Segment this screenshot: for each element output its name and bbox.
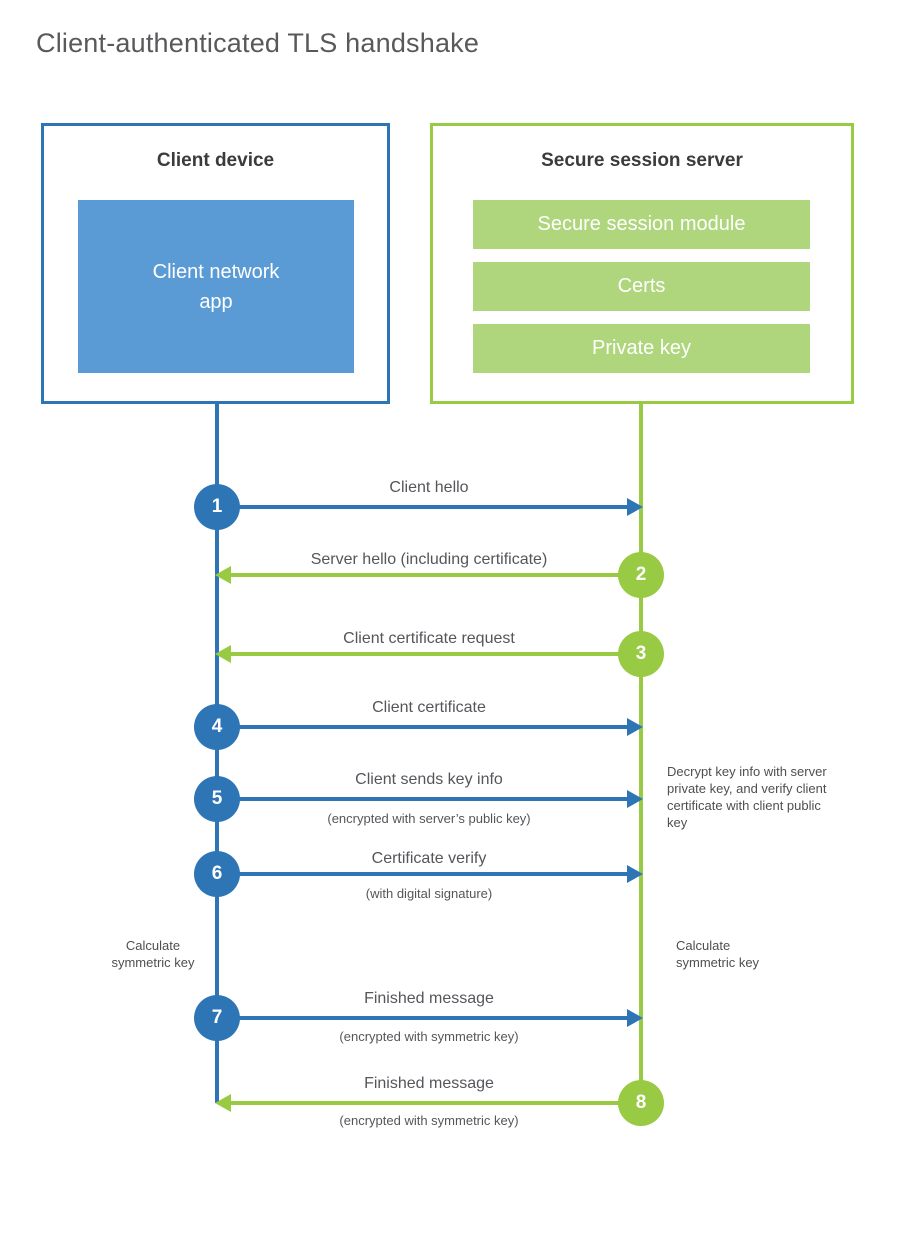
step-circle: 5 — [194, 776, 240, 822]
server-module-bar: Certs — [473, 262, 810, 311]
client-device-box: Client device Client network app — [41, 123, 390, 404]
arrowhead-icon — [627, 790, 643, 808]
message-sublabel: (encrypted with symmetric key) — [339, 1029, 519, 1044]
arrow-right-icon — [217, 498, 643, 516]
message-label: Client hello — [389, 479, 469, 496]
secure-session-server-box: Secure session server Secure session mod… — [430, 123, 854, 404]
arrowhead-icon — [627, 865, 643, 883]
message-label: Finished message — [364, 990, 494, 1007]
arrowhead-icon — [215, 566, 231, 584]
step-number: 6 — [211, 863, 223, 884]
message-sublabel: (encrypted with server’s public key) — [327, 811, 531, 826]
message-label: Client sends key info — [355, 771, 503, 788]
step-number: 4 — [211, 716, 223, 737]
server-lifeline — [639, 404, 643, 1103]
server-module-bar: Secure session module — [473, 200, 810, 249]
arrowhead-icon — [627, 1009, 643, 1027]
step-circle: 6 — [194, 851, 240, 897]
decrypt-note: Decrypt key info with server private key… — [667, 764, 827, 830]
step-number: 5 — [211, 788, 223, 809]
client-network-app-label: Client network app — [152, 260, 280, 313]
step-number: 3 — [635, 643, 647, 664]
server-module-bar: Private key — [473, 324, 810, 373]
page-title: Client-authenticated TLS handshake — [36, 28, 480, 58]
arrow-right-icon — [217, 865, 643, 883]
client-lifeline — [215, 404, 219, 1103]
step-circle: 8 — [618, 1080, 664, 1126]
step-circle: 4 — [194, 704, 240, 750]
step-circle: 3 — [618, 631, 664, 677]
message-label: Client certificate request — [343, 630, 515, 647]
arrow-right-icon — [217, 790, 643, 808]
arrowhead-icon — [215, 645, 231, 663]
arrow-left-icon — [215, 645, 641, 663]
step-number: 8 — [635, 1092, 647, 1113]
message-label: Client certificate — [372, 699, 486, 716]
secure-session-server-title: Secure session server — [541, 150, 743, 171]
step-circle: 2 — [618, 552, 664, 598]
calculate-symmetric-key-note-client: Calculate symmetric key — [111, 938, 195, 970]
step-circle: 7 — [194, 995, 240, 1041]
step-number: 2 — [635, 564, 647, 585]
arrow-left-icon — [215, 566, 641, 584]
arrow-right-icon — [217, 718, 643, 736]
step-number: 1 — [211, 496, 223, 517]
message-sublabel: (with digital signature) — [365, 886, 493, 901]
client-network-app-box: Client network app — [78, 200, 354, 373]
step-number: 7 — [211, 1007, 223, 1028]
step-circle: 1 — [194, 484, 240, 530]
arrowhead-icon — [215, 1094, 231, 1112]
arrowhead-icon — [627, 718, 643, 736]
arrow-right-icon — [217, 1009, 643, 1027]
client-device-title: Client device — [156, 150, 275, 171]
calculate-symmetric-key-note-server: Calculate symmetric key — [676, 938, 760, 970]
message-label: Finished message — [364, 1075, 494, 1092]
message-sublabel: (encrypted with symmetric key) — [339, 1113, 519, 1128]
message-label: Server hello (including certificate) — [310, 551, 548, 568]
arrowhead-icon — [627, 498, 643, 516]
arrow-left-icon — [215, 1094, 641, 1112]
message-label: Certificate verify — [371, 850, 487, 867]
